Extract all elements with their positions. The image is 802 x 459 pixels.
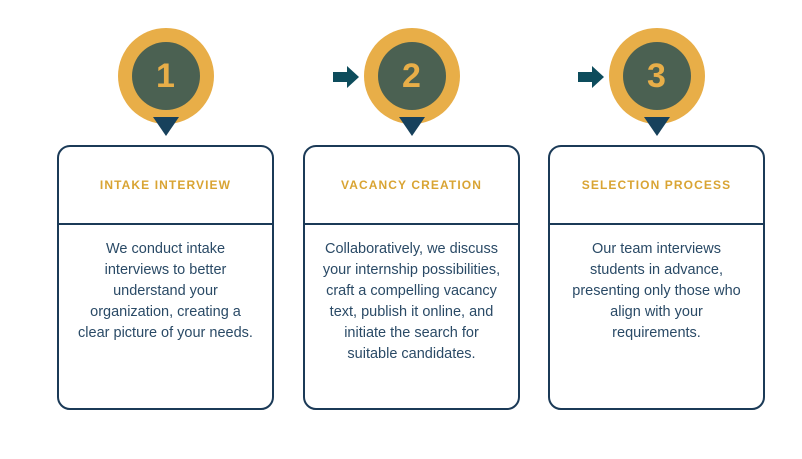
step-badge-ring-3: 3 xyxy=(608,28,705,124)
step-card-header-2: VACANCY CREATION xyxy=(305,147,518,225)
step-number-3: 3 xyxy=(647,57,666,95)
step-badge-1: 1 xyxy=(117,28,214,124)
process-step-3: 3 SELECTION PROCESS Our team interviews … xyxy=(548,0,765,459)
step-title-1: INTAKE INTERVIEW xyxy=(99,177,232,192)
triangle-pointer-icon-3 xyxy=(643,117,670,136)
step-badge-ring-2: 2 xyxy=(363,28,460,124)
step-title-3: SELECTION PROCESS xyxy=(581,177,732,192)
step-description-1: We conduct intake interviews to better u… xyxy=(78,241,253,342)
arrow-right-icon-2 xyxy=(578,66,604,88)
step-number-1: 1 xyxy=(156,57,175,95)
step-card-2: VACANCY CREATION Collaboratively, we dis… xyxy=(303,145,520,410)
process-step-2: 2 VACANCY CREATION Collaboratively, we d… xyxy=(303,0,520,459)
step-badge-inner-2: 2 xyxy=(377,42,446,110)
step-card-3: SELECTION PROCESS Our team interviews st… xyxy=(548,145,765,410)
step-badge-inner-1: 1 xyxy=(131,42,200,110)
steps-container: 1 INTAKE INTERVIEW We conduct intake int… xyxy=(57,0,765,459)
triangle-pointer-icon-2 xyxy=(398,117,425,136)
step-card-body-3: Our team interviews students in advance,… xyxy=(550,225,763,408)
step-card-1: INTAKE INTERVIEW We conduct intake inter… xyxy=(57,145,274,410)
step-badge-3: 3 xyxy=(608,28,705,124)
arrow-right-icon-1 xyxy=(333,66,359,88)
step-card-header-3: SELECTION PROCESS xyxy=(550,147,763,225)
step-badge-ring-1: 1 xyxy=(117,28,214,124)
step-description-3: Our team interviews students in advance,… xyxy=(572,241,741,342)
step-title-2: VACANCY CREATION xyxy=(341,177,482,192)
step-number-2: 2 xyxy=(402,57,421,95)
step-card-header-1: INTAKE INTERVIEW xyxy=(59,147,272,225)
step-badge-inner-3: 3 xyxy=(622,42,691,110)
step-card-body-1: We conduct intake interviews to better u… xyxy=(59,225,272,408)
step-card-body-2: Collaboratively, we discuss your interns… xyxy=(305,225,518,408)
triangle-pointer-icon-1 xyxy=(152,117,179,136)
step-badge-2: 2 xyxy=(363,28,460,124)
step-description-2: Collaboratively, we discuss your interns… xyxy=(322,241,501,363)
process-step-1: 1 INTAKE INTERVIEW We conduct intake int… xyxy=(57,0,274,459)
